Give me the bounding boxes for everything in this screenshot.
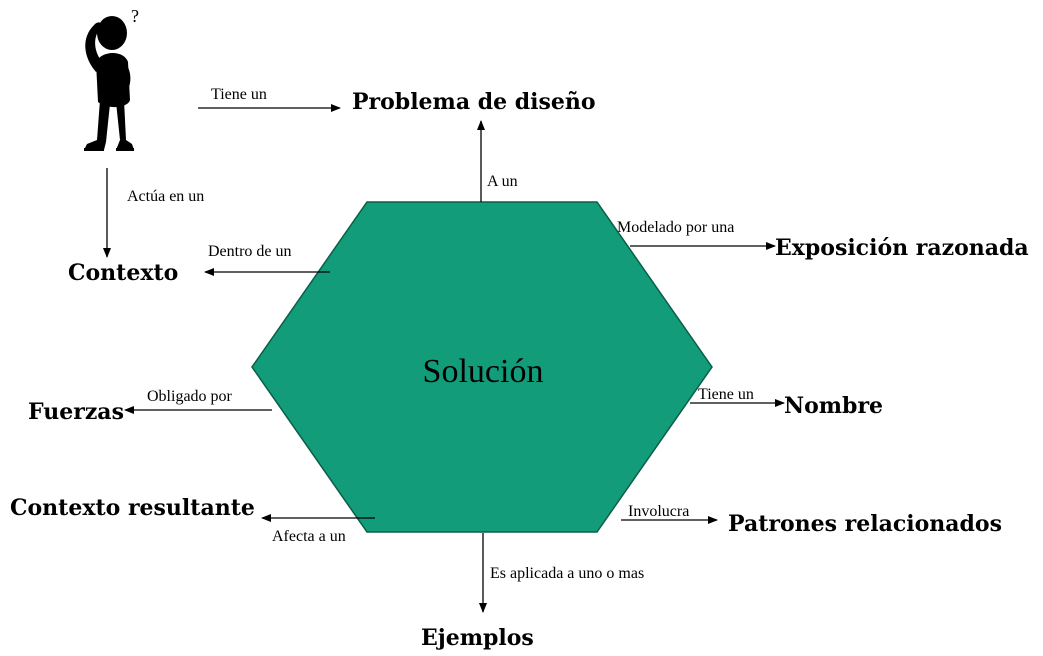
edge-afecta-a-un: Afecta a un — [272, 528, 346, 545]
edge-a-un: A un — [487, 173, 518, 190]
edge-obligado-por: Obligado por — [147, 388, 233, 405]
node-contexto: Contexto — [68, 260, 178, 286]
edge-modelado-por-una: Modelado por una — [617, 219, 734, 236]
node-exposicion-razonada: Exposición razonada — [775, 235, 1029, 261]
edge-involucra: Involucra — [628, 503, 689, 520]
node-patrones-relacionados: Patrones relacionados — [728, 511, 1002, 537]
node-ejemplos: Ejemplos — [421, 625, 534, 651]
node-problema-de-diseno: Problema de diseño — [352, 89, 596, 115]
edge-actua-en-un: Actúa en un — [127, 188, 204, 205]
edge-tiene-un-nombre: Tiene un — [698, 386, 754, 403]
solution-hexagon — [251, 201, 713, 533]
node-nombre: Nombre — [784, 393, 883, 419]
question-mark: ? — [131, 6, 139, 26]
node-contexto-resultante: Contexto resultante — [10, 495, 255, 521]
thinking-person-icon: ? — [84, 6, 139, 151]
edge-dentro-de-un: Dentro de un — [208, 243, 292, 260]
node-fuerzas: Fuerzas — [28, 399, 124, 425]
solution-label: Solución — [423, 353, 544, 390]
edge-es-aplicada: Es aplicada a uno o mas — [490, 565, 644, 582]
edge-tiene-un-problema: Tiene un — [211, 86, 267, 103]
